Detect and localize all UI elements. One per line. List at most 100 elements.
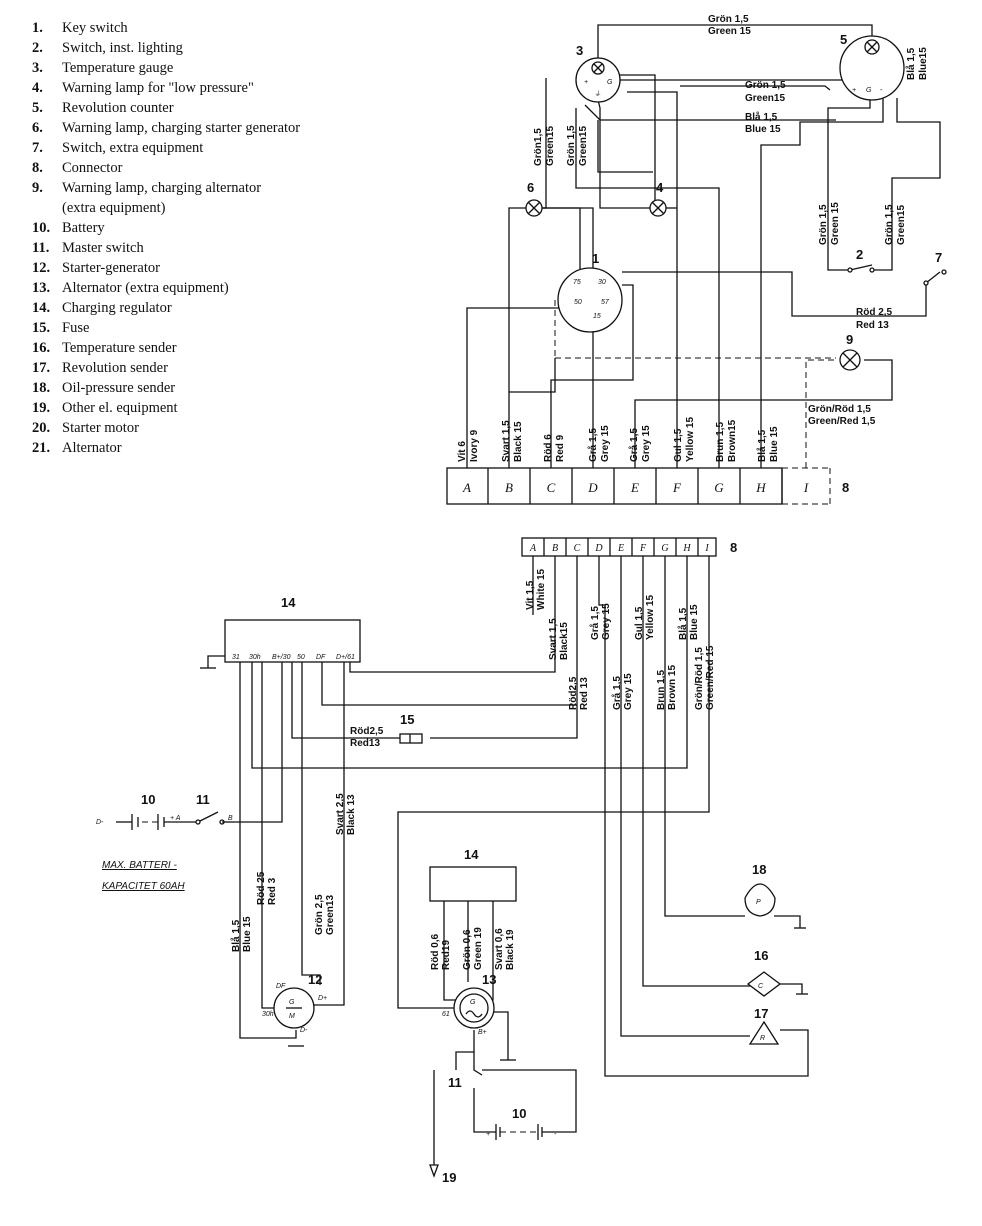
wire-label: Grön1,5 (533, 128, 544, 166)
svg-text:H: H (682, 543, 691, 554)
svg-text:C: C (758, 983, 764, 990)
bottom-engine-circuit: A B C D E F G H I 8 14 31 30h B+/30 50 D… (96, 537, 809, 1185)
legend-text: Master switch (62, 240, 144, 256)
component-number: 6 (527, 180, 534, 195)
svg-text:-: - (880, 87, 883, 94)
svg-text:B+: B+ (478, 1029, 487, 1036)
legend-text: Switch, extra equipment (62, 140, 204, 156)
legend-number: 12. (32, 260, 51, 276)
wire-label: Green 15 (830, 202, 841, 245)
starter-generator-12: G M 12 DF D+ 30h D- (262, 972, 327, 1047)
component-number: 7 (935, 250, 942, 265)
bottom-wires (116, 556, 809, 1178)
wire-label: Grön 1,5 (566, 125, 577, 166)
svg-text:Röd2,5: Röd2,5 (568, 676, 579, 710)
component-number: 2 (856, 247, 863, 262)
legend-number: 21. (32, 440, 51, 456)
svg-text:B+/30: B+/30 (272, 654, 291, 661)
legend-item: (extra equipment) (32, 198, 412, 218)
svg-text:Svart 2,5: Svart 2,5 (335, 793, 346, 835)
svg-text:Yellow 15: Yellow 15 (645, 595, 656, 640)
wire-label: Brown15 (727, 419, 738, 462)
svg-text:Red 3: Red 3 (267, 877, 278, 905)
component-number: 10 (141, 792, 155, 807)
legend-item: 7.Switch, extra equipment (32, 138, 412, 158)
svg-text:B: B (228, 815, 233, 822)
svg-text:Green 19: Green 19 (473, 927, 484, 970)
oil-pressure-sender-18: P 18 (744, 862, 776, 917)
svg-text:G: G (866, 87, 872, 94)
wire-label: Blue 15 (769, 426, 780, 462)
wire-label: Grön 1,5 (884, 204, 895, 245)
legend-text: Warning lamp, charging starter generator (62, 120, 301, 136)
svg-text:DF: DF (276, 983, 286, 990)
legend-number: 11. (32, 240, 50, 256)
svg-text:Röd 25: Röd 25 (256, 871, 267, 905)
wire-label: Blå 1,5 (905, 47, 917, 80)
component-number: 14 (464, 847, 479, 862)
svg-text:G: G (607, 79, 613, 86)
legend-number: 10. (32, 220, 51, 236)
legend-number: 19. (32, 400, 51, 416)
pin-letter-a: A (462, 480, 471, 495)
legend-text: Starter motor (62, 420, 139, 436)
legend-text: Charging regulator (62, 300, 172, 316)
svg-text:Grön 0,6: Grön 0,6 (462, 929, 473, 970)
wire-label: Röd 6 (543, 434, 554, 462)
svg-text:E: E (617, 543, 624, 554)
battery-capacity-note: KAPACITET 60AH (102, 881, 185, 892)
wire-label: Grön 1,5 (745, 80, 786, 91)
svg-text:Svart 1,5: Svart 1,5 (548, 618, 559, 660)
wire-label: Green15 (545, 126, 556, 166)
svg-text:Blå 1,5: Blå 1,5 (677, 607, 689, 640)
svg-text:50: 50 (574, 299, 582, 306)
legend-number: 8. (32, 160, 43, 176)
warning-lamp-6: 6 (525, 180, 543, 217)
legend-text: Battery (62, 220, 105, 236)
wire-label: Grön 1,5 (708, 14, 749, 25)
component-number: 14 (281, 595, 296, 610)
legend-number: 4. (32, 80, 43, 96)
component-number: 18 (752, 862, 766, 877)
key-switch-1: 75 30 50 57 15 1 (557, 251, 623, 333)
legend-item: 13.Alternator (extra equipment) (32, 278, 412, 298)
wire-label: Red 13 (856, 320, 889, 331)
legend-text: Warning lamp, charging alternator (62, 180, 262, 196)
wire-label: Grey 15 (600, 425, 611, 462)
battery-capacity-note: MAX. BATTERI - (102, 860, 177, 871)
svg-text:Grå 1,5: Grå 1,5 (611, 676, 623, 710)
legend-item: 14.Charging regulator (32, 298, 412, 318)
legend-number: 2. (32, 40, 43, 56)
legend-item: 2.Switch, inst. lighting (32, 38, 412, 58)
legend-item: 16.Temperature sender (32, 338, 412, 358)
wire-label: Black 15 (513, 421, 524, 462)
component-number: 17 (754, 1006, 768, 1021)
svg-text:M: M (289, 1013, 295, 1020)
component-number: 19 (442, 1170, 456, 1185)
component-number: 13 (482, 972, 496, 987)
svg-text:30h: 30h (249, 654, 261, 661)
svg-text:D-: D- (96, 819, 104, 826)
legend-item: 17.Revolution sender (32, 358, 412, 378)
wire-label: Red 9 (555, 434, 566, 462)
pin-letter-f: F (672, 480, 682, 495)
svg-text:G: G (470, 999, 476, 1006)
svg-text:+ A: + A (170, 815, 181, 822)
legend-item: 19.Other el. equipment (32, 398, 412, 418)
svg-text:I: I (704, 543, 709, 554)
svg-text:Green13: Green13 (325, 895, 336, 935)
svg-text:57: 57 (601, 299, 610, 306)
legend-text: Revolution sender (62, 360, 168, 376)
svg-text:Black 19: Black 19 (505, 929, 516, 970)
legend-number: 15. (32, 320, 51, 336)
legend-item: 5.Revolution counter (32, 98, 412, 118)
pin-letter-d: D (587, 480, 598, 495)
warning-lamp-4: 4 (649, 180, 667, 217)
legend-number: 5. (32, 100, 43, 116)
svg-text:Blue 15: Blue 15 (689, 604, 700, 640)
legend-item: 12.Starter-generator (32, 258, 412, 278)
temperature-sender-16: C 16 (746, 948, 782, 997)
warning-lamp-9: 9 (839, 332, 861, 371)
